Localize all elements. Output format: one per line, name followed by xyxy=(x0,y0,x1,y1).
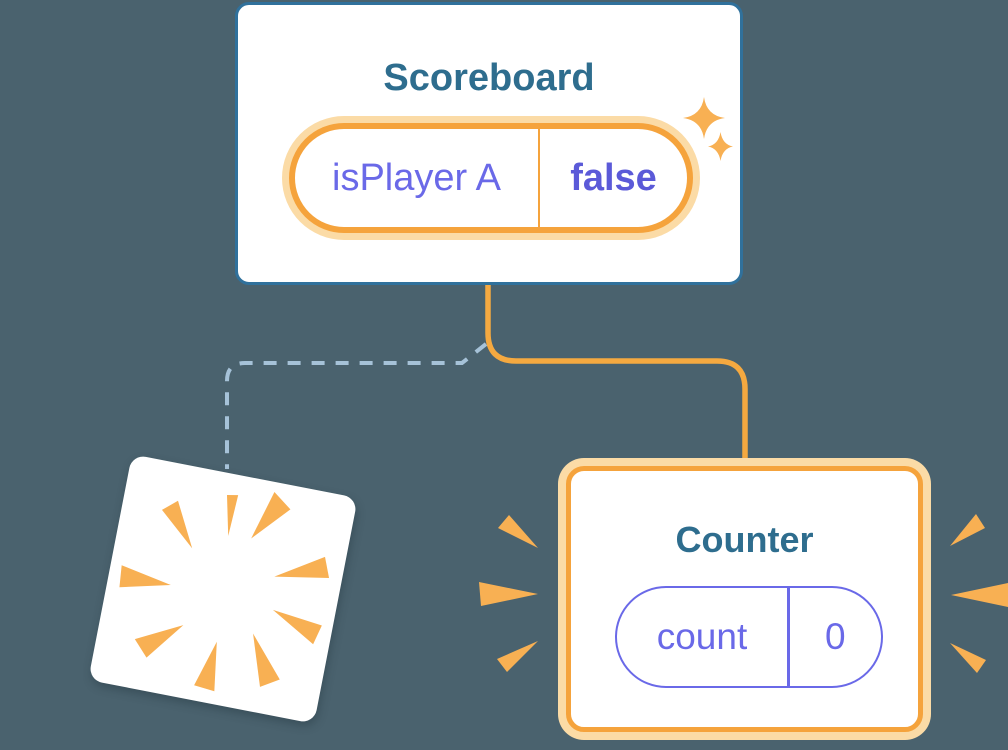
scoreboard-state-name: isPlayer A xyxy=(332,156,501,199)
dashed-connector-line xyxy=(225,342,488,469)
emphasis-rays-icon xyxy=(479,514,1008,673)
counter-state-pill: count 0 xyxy=(615,586,883,688)
scoreboard-component-card: Scoreboard isPlayer A false xyxy=(235,2,743,285)
pill-divider xyxy=(787,588,790,686)
scoreboard-state-value: false xyxy=(570,156,657,199)
counter-title: Counter xyxy=(675,519,814,560)
pill-divider xyxy=(538,129,540,227)
counter-component-card: Counter count 0 xyxy=(566,466,923,732)
removed-component-card xyxy=(88,454,358,724)
scoreboard-title: Scoreboard xyxy=(383,57,595,99)
counter-state-name: count xyxy=(656,616,748,657)
sparkles-icon xyxy=(683,97,733,161)
solid-connector-line xyxy=(485,285,748,460)
scoreboard-state-pill: isPlayer A false xyxy=(289,123,693,233)
burst-rays-icon xyxy=(119,492,330,692)
counter-state-value: 0 xyxy=(824,616,846,657)
